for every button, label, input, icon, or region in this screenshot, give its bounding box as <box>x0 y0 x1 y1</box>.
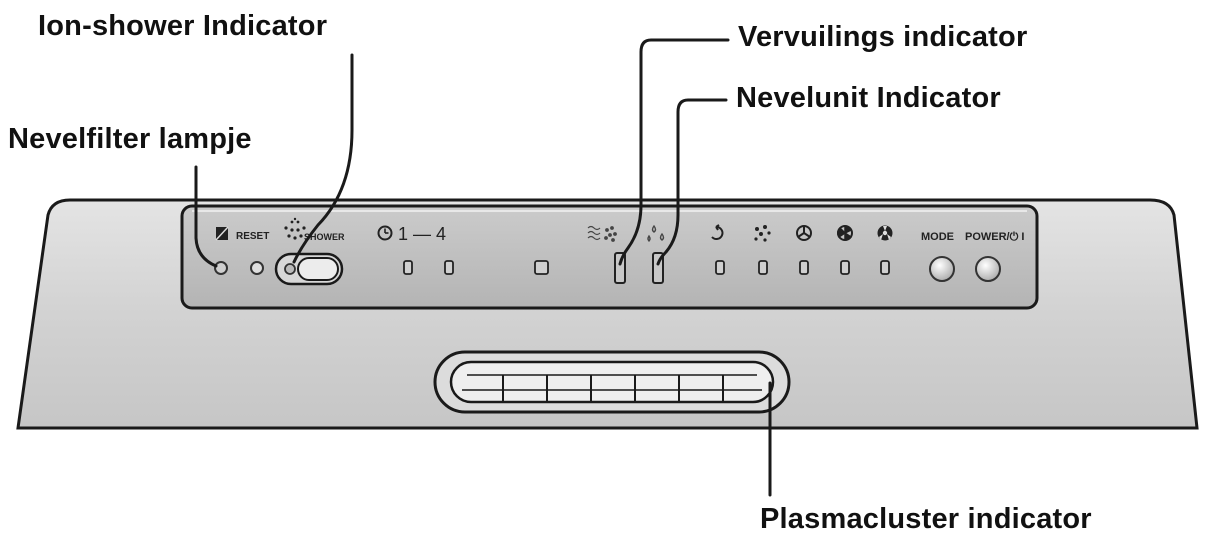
leader-vervuilings <box>618 38 730 266</box>
reset-button[interactable] <box>250 261 264 275</box>
control-panel <box>180 204 1039 310</box>
fan-indicator-turbo <box>715 260 725 275</box>
ion-shower-button[interactable] <box>274 252 344 286</box>
callout-ion-shower: Ion-shower Indicator <box>38 10 328 42</box>
callout-nevelunit: Nevelunit Indicator <box>736 82 1001 114</box>
timer-label: 1 — 4 <box>398 224 446 244</box>
power-button[interactable] <box>975 256 1001 282</box>
callout-nevelfilter: Nevelfilter lampje <box>8 123 252 155</box>
dust-odor-icon <box>587 225 617 242</box>
fan-mid-icon <box>837 225 853 241</box>
filter-lamp-icon <box>215 226 229 241</box>
center-indicator <box>534 260 549 275</box>
mode-label: MODE <box>921 231 954 243</box>
fan-indicator-low <box>799 260 809 275</box>
timer-icon <box>377 225 393 241</box>
callout-vervuilings: Vervuilings indicator <box>738 21 1028 53</box>
shower-label: SHOWER <box>304 232 345 242</box>
power-label: POWER/⏻ I <box>965 230 1024 243</box>
mode-button[interactable] <box>929 256 955 282</box>
leader-ion-shower <box>292 53 354 264</box>
timer-indicator-2 <box>444 260 454 275</box>
nevelfilter-lamp <box>214 261 228 275</box>
fan-indicator-pollen <box>758 260 768 275</box>
callout-plasmacluster: Plasmacluster indicator <box>760 503 1092 535</box>
plasmacluster-window <box>433 350 791 414</box>
fan-low-icon <box>796 225 812 241</box>
turbo-icon <box>711 224 724 240</box>
fan-indicator-high <box>880 260 890 275</box>
fan-high-icon <box>877 225 893 241</box>
ion-shower-indicator <box>284 263 296 275</box>
fan-indicator-mid <box>840 260 850 275</box>
pollen-icon <box>754 225 771 242</box>
timer-indicator-1 <box>403 260 413 275</box>
leader-nevelfilter <box>194 165 218 268</box>
shower-icon <box>284 217 306 240</box>
water-drops-icon <box>647 224 665 242</box>
leader-nevelunit <box>656 98 728 266</box>
reset-label: RESET <box>236 231 269 242</box>
